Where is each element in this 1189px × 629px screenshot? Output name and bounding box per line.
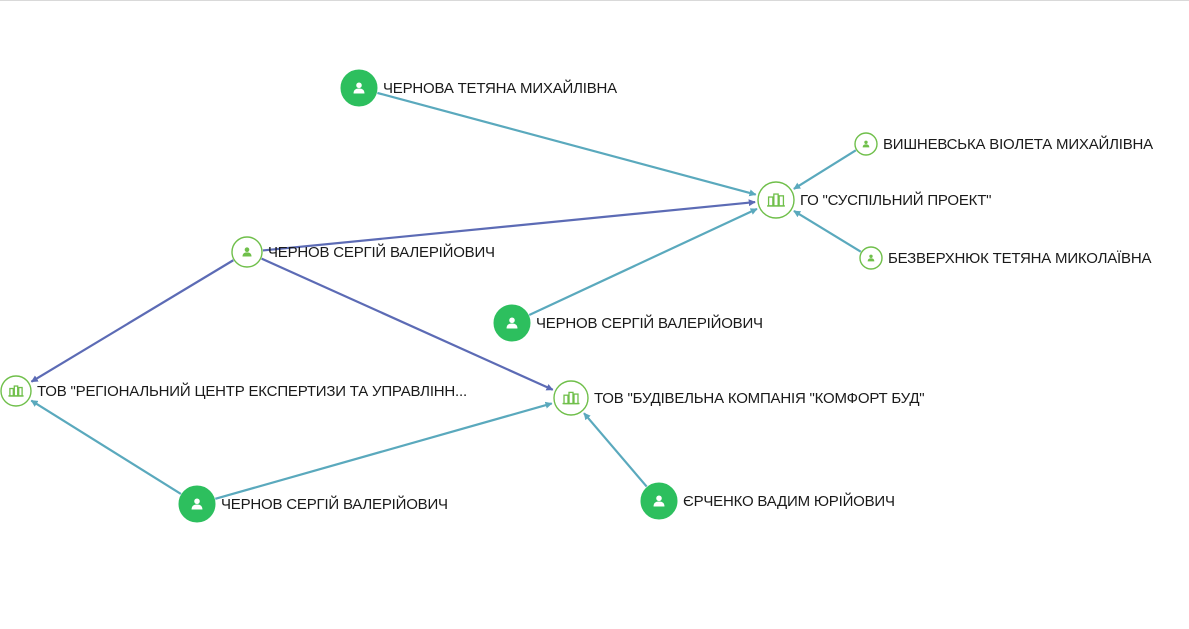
node-circle[interactable] <box>553 380 589 416</box>
edge-n10-n8[interactable] <box>583 412 648 488</box>
node-label: БЕЗВЕРХНЮК ТЕТЯНА МИКОЛАЇВНА <box>888 250 1151 267</box>
node-label: ЧЕРНОВ СЕРГІЙ ВАЛЕРІЙОВИЧ <box>536 314 763 332</box>
node-circle[interactable] <box>854 132 878 156</box>
node-circle[interactable] <box>640 482 678 520</box>
person-node-n5[interactable]: ЧЕРНОВ СЕРГІЙ ВАЛЕРІЙОВИЧ <box>231 236 495 268</box>
person-icon <box>653 495 665 507</box>
person-node-n4[interactable]: БЕЗВЕРХНЮК ТЕТЯНА МИКОЛАЇВНА <box>859 246 1152 270</box>
node-circle[interactable] <box>757 181 795 219</box>
node-label: ТОВ "РЕГІОНАЛЬНИЙ ЦЕНТР ЕКСПЕРТИЗИ ТА УП… <box>37 382 467 400</box>
building-icon <box>767 193 785 207</box>
node-label: ЄРЧЕНКО ВАДИМ ЮРІЙОВИЧ <box>683 492 895 510</box>
person-node-n10[interactable]: ЄРЧЕНКО ВАДИМ ЮРІЙОВИЧ <box>640 482 895 520</box>
node-circle[interactable] <box>859 246 883 270</box>
edge-n9-n8[interactable] <box>214 401 553 500</box>
company-node-n8[interactable]: ТОВ "БУДІВЕЛЬНА КОМПАНІЯ "КОМФОРТ БУД" <box>553 380 925 416</box>
person-icon <box>353 82 365 94</box>
edges-layer <box>30 91 862 500</box>
node-circle[interactable] <box>0 375 32 407</box>
top-border <box>0 0 1189 1</box>
node-label: ЧЕРНОВ СЕРГІЙ ВАЛЕРІЙОВИЧ <box>268 243 495 261</box>
node-label: ЧЕРНОВ СЕРГІЙ ВАЛЕРІЙОВИЧ <box>221 495 448 513</box>
building-icon <box>562 391 580 405</box>
edge-n6-n3[interactable] <box>528 207 758 316</box>
edge-n2-n3[interactable] <box>793 149 857 190</box>
person-node-n2[interactable]: ВИШНЕВСЬКА ВІОЛЕТА МИХАЙЛІВНА <box>854 132 1153 156</box>
person-node-n9[interactable]: ЧЕРНОВ СЕРГІЙ ВАЛЕРІЙОВИЧ <box>178 485 448 523</box>
person-node-n1[interactable]: ЧЕРНОВА ТЕТЯНА МИХАЙЛІВНА <box>340 69 617 107</box>
node-circle[interactable] <box>493 304 531 342</box>
edge-n4-n3[interactable] <box>793 210 862 253</box>
person-node-n6[interactable]: ЧЕРНОВ СЕРГІЙ ВАЛЕРІЙОВИЧ <box>493 304 763 342</box>
node-label: ГО "СУСПІЛЬНИЙ ПРОЕКТ" <box>800 191 991 209</box>
edge-n5-n3[interactable] <box>262 199 756 252</box>
person-icon <box>191 498 203 510</box>
person-icon <box>862 140 870 148</box>
company-node-n3[interactable]: ГО "СУСПІЛЬНИЙ ПРОЕКТ" <box>757 181 991 219</box>
company-node-n7[interactable]: ТОВ "РЕГІОНАЛЬНИЙ ЦЕНТР ЕКСПЕРТИЗИ ТА УП… <box>0 375 467 407</box>
edge-n5-n8[interactable] <box>261 257 554 391</box>
edge-n5-n7[interactable] <box>30 259 234 383</box>
edge-n1-n3[interactable] <box>377 91 757 197</box>
building-icon <box>8 385 24 397</box>
person-icon <box>506 317 518 329</box>
edge-n9-n7[interactable] <box>30 399 182 495</box>
node-circle[interactable] <box>340 69 378 107</box>
node-label: ТОВ "БУДІВЕЛЬНА КОМПАНІЯ "КОМФОРТ БУД" <box>594 390 924 407</box>
node-circle[interactable] <box>178 485 216 523</box>
person-icon <box>867 254 875 262</box>
node-label: ВИШНЕВСЬКА ВІОЛЕТА МИХАЙЛІВНА <box>883 135 1153 153</box>
node-label: ЧЕРНОВА ТЕТЯНА МИХАЙЛІВНА <box>383 79 617 97</box>
person-icon <box>242 247 252 257</box>
nodes-layer: ЧЕРНОВА ТЕТЯНА МИХАЙЛІВНА ВИШНЕВСЬКА ВІОЛ… <box>0 69 1153 523</box>
